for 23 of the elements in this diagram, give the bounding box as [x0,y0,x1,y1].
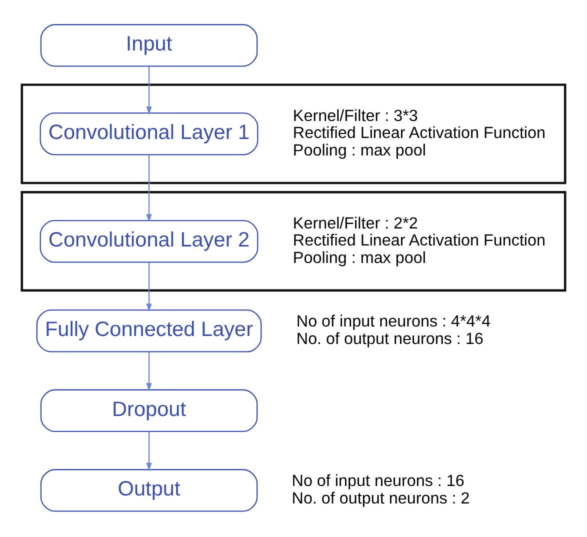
arrow [146,432,152,471]
node-box: Convolutional Layer 2 [40,220,258,263]
cluster [20,84,566,184]
node-label: No. of output neurons : 16 [296,330,484,348]
node-box: Output [40,469,258,512]
arrow [146,352,152,392]
cluster [20,191,566,292]
node-box: Dropout [40,389,258,432]
node-label: Rectified Linear Activation Function [292,124,546,142]
node-box: Convolutional Layer 1 [40,112,258,156]
arrow [146,154,152,222]
node-label: Pooling : max pool [292,141,426,160]
node-label: Kernel/Filter : 3*3 [292,106,418,125]
node-label: No of input neurons : 16 [292,472,464,490]
node-label: Rectified Linear Activation Function [292,232,546,250]
arrow [146,66,152,115]
node-box: Fully Connected Layer [36,310,262,352]
node-label: No. of output neurons : 2 [292,489,470,508]
node-box: Input [40,24,258,67]
node-label: No of input neurons : 4*4*4 [296,312,491,331]
node-label: Pooling : max pool [292,248,426,267]
node-label: Kernel/Filter : 2*2 [292,214,418,232]
arrow [146,262,152,312]
